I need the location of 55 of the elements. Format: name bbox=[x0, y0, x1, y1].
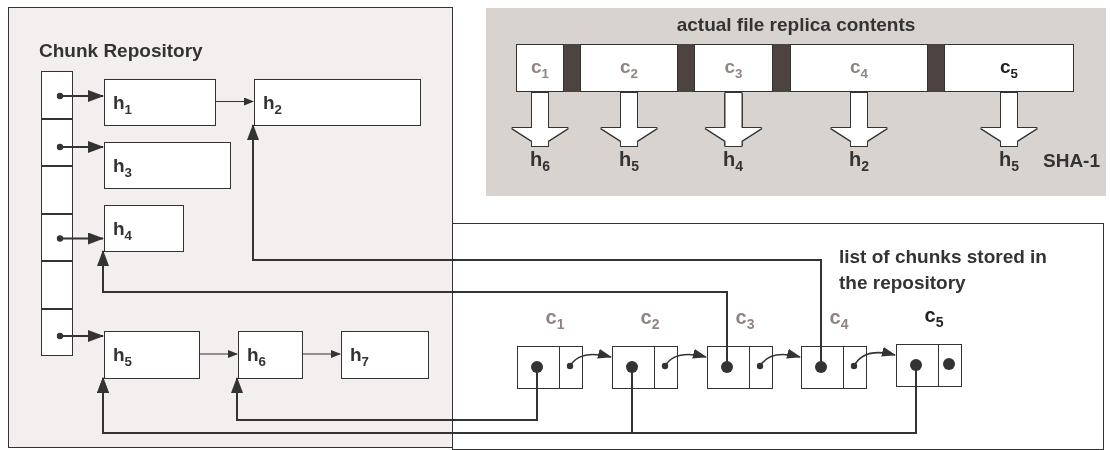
chunk-segment: c$_{2}$ bbox=[580, 44, 678, 92]
chunk-label: c$_{4}$ bbox=[828, 306, 850, 329]
arrow bbox=[301, 350, 341, 358]
chunk-segment: c$_{4}$ bbox=[790, 44, 928, 92]
panel-title: actual file replica contents bbox=[675, 13, 917, 37]
chunk-segment: c$_{3}$ bbox=[694, 44, 773, 92]
panel-title: list of chunks stored in the repository bbox=[839, 245, 1048, 295]
pointer-arrow bbox=[56, 232, 104, 245]
table-slot bbox=[41, 166, 73, 214]
panel-title: Chunk Repository bbox=[39, 39, 204, 63]
chunk-label: c$_{5}$ bbox=[923, 304, 945, 327]
curved-arrow bbox=[661, 349, 707, 370]
pointer-arrow bbox=[97, 250, 733, 373]
hash-label: h$_{2}$ bbox=[839, 148, 879, 178]
hash-label: h$_{6}$ bbox=[520, 148, 560, 178]
hash-box: h$_{4}$ bbox=[104, 205, 184, 252]
algorithm-label: SHA-1 bbox=[1043, 150, 1100, 172]
chunk-label: c$_{3}$ bbox=[734, 306, 756, 329]
table-slot bbox=[41, 261, 73, 309]
pointer-arrow bbox=[56, 330, 104, 342]
hash-label: h$_{5}$ bbox=[989, 148, 1029, 178]
hash-box: h$_{2}$ bbox=[254, 79, 421, 126]
block-arrow bbox=[705, 93, 762, 146]
arrow bbox=[198, 350, 238, 358]
pointer-arrow bbox=[56, 90, 104, 102]
curved-arrow bbox=[756, 349, 801, 370]
hash-label: h$_{4}$ bbox=[713, 148, 753, 178]
table-slot bbox=[41, 119, 73, 166]
block-arrow bbox=[601, 93, 657, 146]
curved-arrow bbox=[566, 349, 612, 370]
pointer-arrow bbox=[97, 359, 922, 434]
repository-panel bbox=[8, 7, 453, 448]
hash-box: h$_{5}$ bbox=[104, 331, 200, 379]
table-slot bbox=[41, 214, 73, 261]
chunk-segment: c$_{1}$ bbox=[516, 44, 564, 92]
table-slot bbox=[41, 309, 73, 356]
table-slot bbox=[41, 71, 73, 119]
chunk-segment: c$_{5}$ bbox=[944, 44, 1074, 92]
hash-box: h$_{1}$ bbox=[104, 79, 216, 126]
hash-box: h$_{6}$ bbox=[238, 331, 303, 379]
pointer-arrow bbox=[247, 124, 827, 373]
file-contents-panel bbox=[486, 8, 1106, 196]
pointer-arrow bbox=[231, 361, 543, 421]
arrow bbox=[214, 97, 254, 106]
pointer-arrow bbox=[56, 141, 104, 153]
chunk-list-panel bbox=[452, 223, 1104, 450]
block-arrow bbox=[512, 93, 568, 146]
chunk-label: c$_{1}$ bbox=[544, 306, 566, 329]
curved-arrow bbox=[850, 347, 896, 370]
hash-label: h$_{5}$ bbox=[609, 148, 649, 178]
chunk-label: c$_{2}$ bbox=[639, 306, 661, 329]
block-arrow bbox=[981, 93, 1037, 146]
hash-box: h$_{7}$ bbox=[341, 331, 429, 379]
hash-box: h$_{3}$ bbox=[104, 142, 231, 189]
block-arrow bbox=[831, 93, 887, 146]
